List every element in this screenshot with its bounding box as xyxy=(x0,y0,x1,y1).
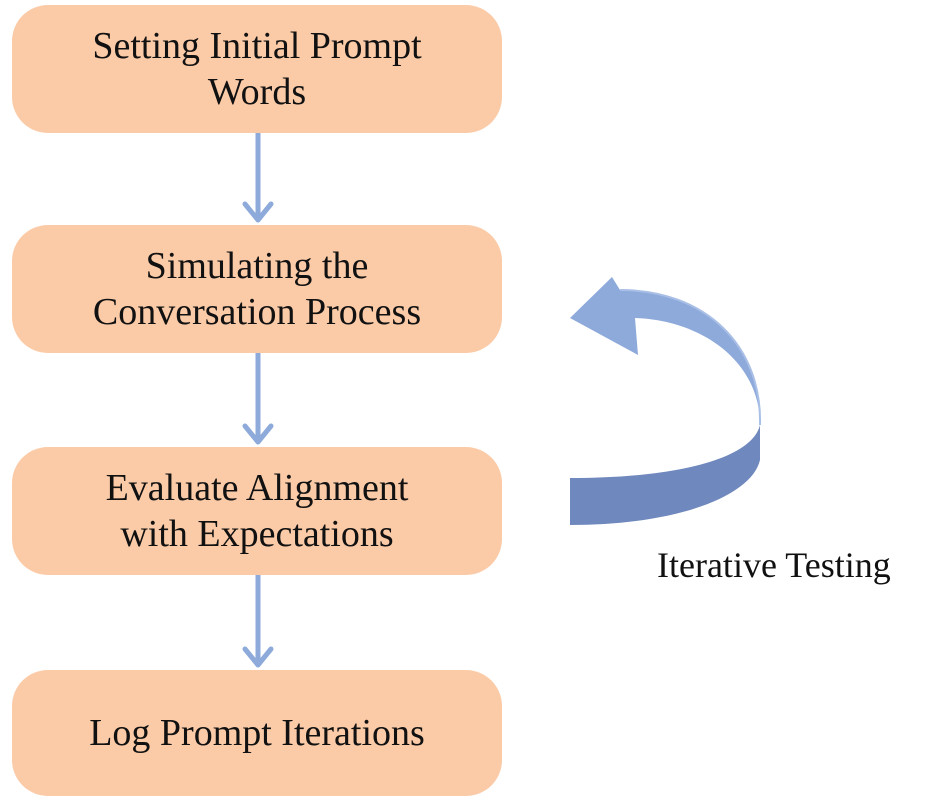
down-arrow-1 xyxy=(242,130,274,223)
step-simulating-conversation-process: Simulating the Conversation Process xyxy=(12,225,502,353)
step-log-prompt-iterations: Log Prompt Iterations xyxy=(12,670,502,796)
down-arrow-3 xyxy=(242,572,274,668)
step-label: Simulating the Conversation Process xyxy=(92,245,422,333)
step-label: Setting Initial Prompt Words xyxy=(92,25,422,113)
loop-arrow-upper-band xyxy=(570,277,761,425)
step-label: Log Prompt Iterations xyxy=(89,712,425,754)
iterative-testing-label: Iterative Testing xyxy=(657,545,891,585)
step-label: Evaluate Alignment with Expectations xyxy=(105,467,409,555)
iterative-loop-arrow xyxy=(570,277,762,525)
step-setting-initial-prompt-words: Setting Initial Prompt Words xyxy=(12,5,502,133)
step-evaluate-alignment: Evaluate Alignment with Expectations xyxy=(12,447,502,575)
down-arrow-2 xyxy=(242,350,274,445)
loop-arrow-lower-band xyxy=(570,425,760,525)
